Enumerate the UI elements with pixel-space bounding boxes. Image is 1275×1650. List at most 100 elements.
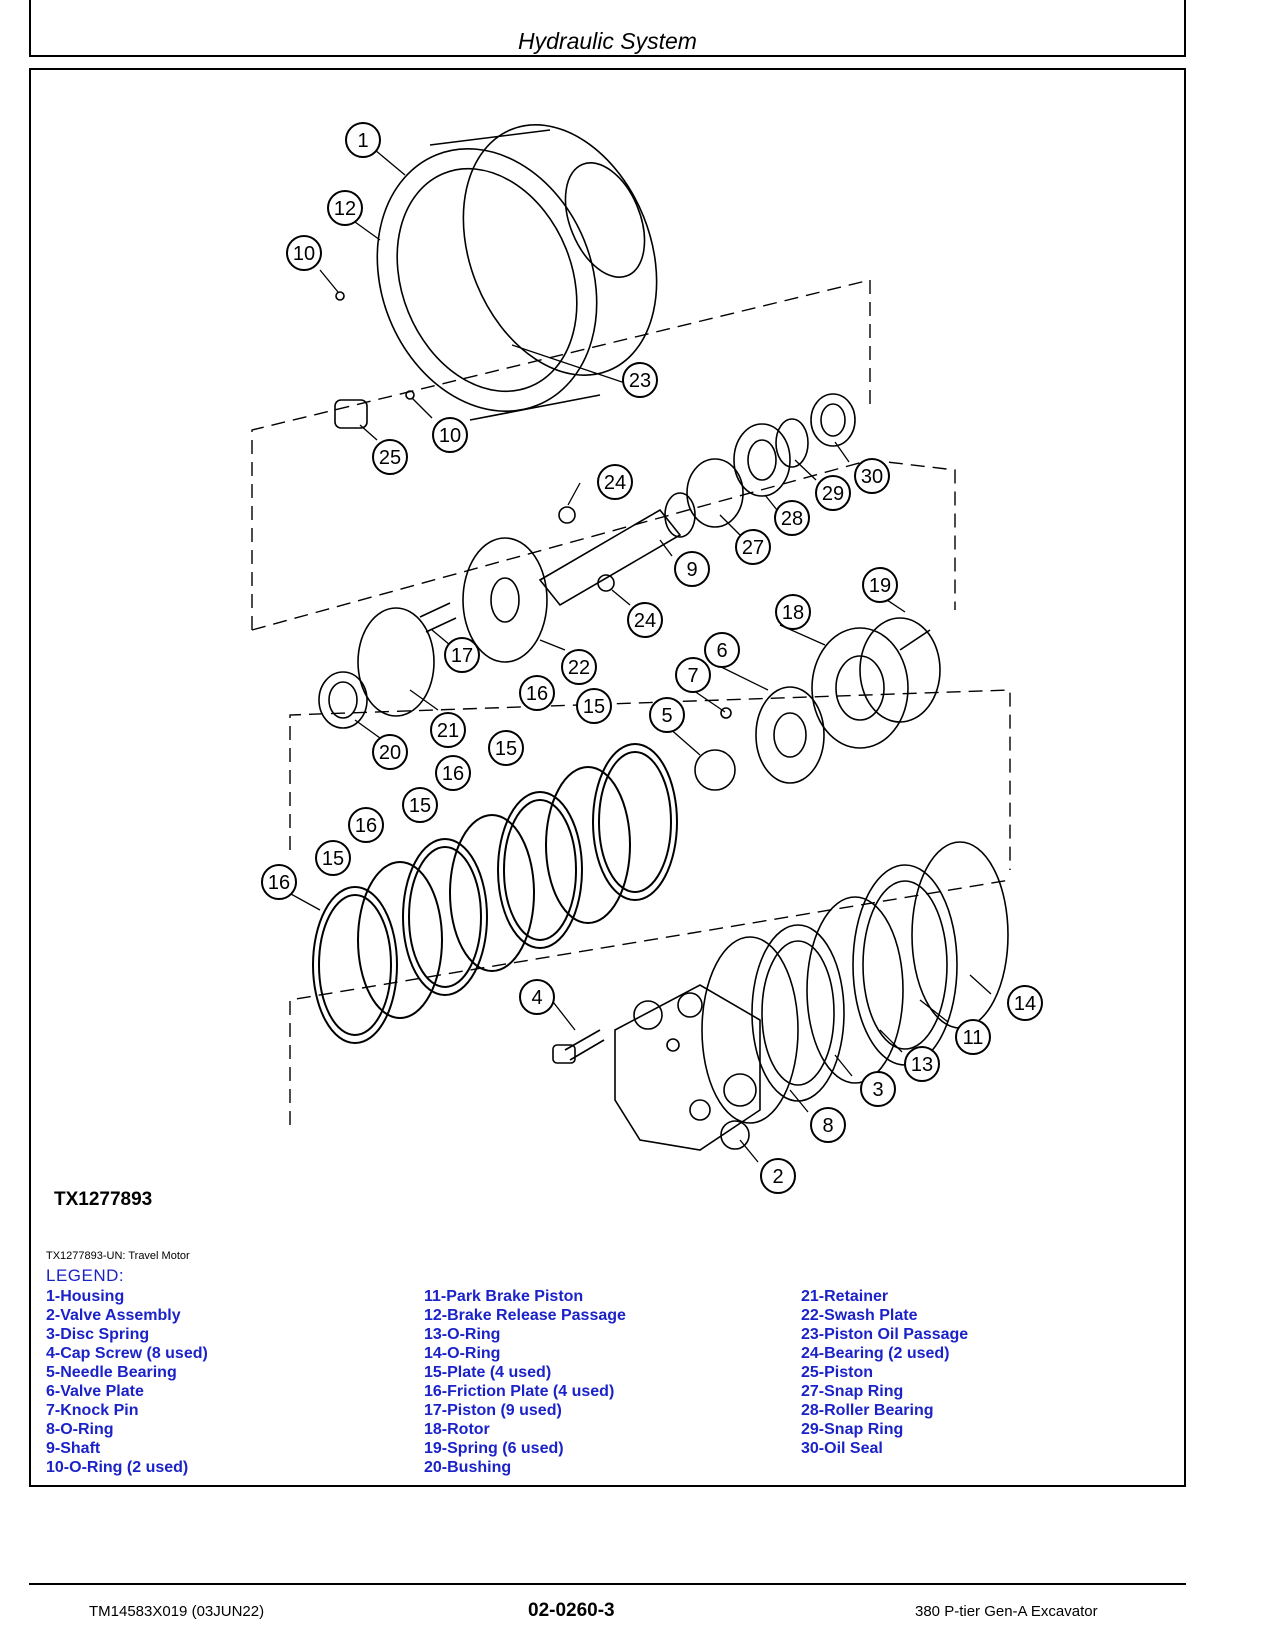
legend-item: 25-Piston [801, 1364, 874, 1381]
callout-number: 21 [437, 720, 459, 742]
callout-number: 3 [872, 1079, 883, 1101]
figure-caption: TX1277893-UN: Travel Motor [46, 1250, 190, 1262]
legend-item: 1-Housing [46, 1288, 125, 1305]
callout-number: 12 [334, 198, 356, 220]
callout-number: 29 [822, 483, 844, 505]
legend-item: 21-Retainer [801, 1288, 889, 1305]
callout-number: 8 [822, 1115, 833, 1137]
callout-circle [348, 807, 384, 843]
callout-number: 25 [379, 447, 401, 469]
legend-item: 13-O-Ring [424, 1326, 501, 1343]
callout-circle [327, 190, 363, 226]
callout-circle [444, 637, 480, 673]
legend-item: 16-Friction Plate (4 used) [424, 1383, 615, 1400]
legend-item: 17-Piston (9 used) [424, 1402, 562, 1419]
callout-number: 6 [716, 640, 727, 662]
callout-circle [488, 730, 524, 766]
legend-item: 3-Disc Spring [46, 1326, 150, 1343]
callout-number: 15 [583, 696, 605, 718]
callout-circle [286, 235, 322, 271]
rotor-group [694, 617, 941, 791]
housing-drawing [334, 124, 658, 429]
callout-number: 15 [409, 795, 431, 817]
legend-item: 18-Rotor [424, 1421, 490, 1438]
legend-item: 22-Swash Plate [801, 1307, 918, 1324]
callout-circle [955, 1019, 991, 1055]
legend-item: 23-Piston Oil Passage [801, 1326, 969, 1343]
callout-number: 9 [686, 559, 697, 581]
legend-item: 2-Valve Assembly [46, 1307, 181, 1324]
callout-circle [760, 1158, 796, 1194]
legend-item: 10-O-Ring (2 used) [46, 1459, 189, 1476]
callout-number: 22 [568, 657, 590, 679]
park-brake-group [701, 841, 1009, 1124]
callout-number: 7 [687, 665, 698, 687]
legend-heading: LEGEND: [46, 1266, 125, 1285]
legend-column-1: 1-Housing 2-Valve Assembly 3-Disc Spring… [46, 1287, 208, 1477]
callout-circle [735, 529, 771, 565]
callout-circle [261, 864, 297, 900]
valve-assembly-drawing [552, 984, 761, 1151]
callout-number: 5 [661, 705, 672, 727]
callout-circle [675, 657, 711, 693]
legend-item: 12-Brake Release Passage [424, 1307, 626, 1324]
legend-item: 24-Bearing (2 used) [801, 1345, 950, 1362]
callout-circle [810, 1107, 846, 1143]
callout-circle [1007, 985, 1043, 1021]
callout-circle [860, 1071, 896, 1107]
section-title: Hydraulic System [518, 28, 697, 54]
callout-circle [315, 840, 351, 876]
legend-item: 11-Park Brake Piston [424, 1288, 584, 1305]
footer-machine: 380 P-tier Gen-A Excavator [915, 1603, 1098, 1620]
brake-plate-stack [312, 743, 678, 1044]
callout-circle [432, 417, 468, 453]
subassembly-outlines [251, 279, 1011, 1125]
callout-circle [402, 787, 438, 823]
callout-circle [862, 567, 898, 603]
figure-frame [29, 68, 1186, 1487]
legend-item: 9-Shaft [46, 1440, 101, 1457]
callout-number: 23 [629, 370, 651, 392]
callout-number: 24 [634, 610, 656, 632]
callout-number: 27 [742, 537, 764, 559]
callout-circle [561, 649, 597, 685]
callout-bubbles: 1121023102530292827249242217191876520211… [261, 122, 1043, 1194]
header-frame: Hydraulic System [29, 0, 1186, 57]
callout-circle [815, 475, 851, 511]
callout-circle [519, 979, 555, 1015]
callout-circle [775, 594, 811, 630]
callout-number: 18 [782, 602, 804, 624]
callout-number: 14 [1014, 993, 1036, 1015]
footer-doc-id: TM14583X019 (03JUN22) [89, 1603, 265, 1620]
legend-item: 4-Cap Screw (8 used) [46, 1345, 208, 1362]
callout-circle [622, 362, 658, 398]
callout-circle [597, 464, 633, 500]
callout-number: 13 [911, 1054, 933, 1076]
callout-number: 15 [322, 848, 344, 870]
callout-number: 20 [379, 742, 401, 764]
callout-circle [704, 632, 740, 668]
legend-item: 15-Plate (4 used) [424, 1364, 552, 1381]
callout-number: 15 [495, 738, 517, 760]
callout-circle [627, 602, 663, 638]
callout-circle [854, 458, 890, 494]
callout-number: 2 [772, 1166, 783, 1188]
callout-number: 1 [357, 130, 368, 152]
figure-id: TX1277893 [54, 1189, 153, 1210]
callout-circle [372, 439, 408, 475]
legend-item: 30-Oil Seal [801, 1440, 883, 1457]
callout-number: 10 [439, 425, 461, 447]
callout-circle [372, 734, 408, 770]
callout-number: 24 [604, 472, 626, 494]
legend-item: 5-Needle Bearing [46, 1364, 177, 1381]
callout-number: 30 [861, 466, 883, 488]
callout-circle [576, 688, 612, 724]
callout-circle [904, 1046, 940, 1082]
callout-number: 4 [531, 987, 542, 1009]
callout-number: 28 [781, 508, 803, 530]
callout-number: 11 [963, 1027, 984, 1049]
callout-circle [430, 712, 466, 748]
footer-rule [29, 1583, 1186, 1585]
callout-number: 16 [442, 763, 464, 785]
